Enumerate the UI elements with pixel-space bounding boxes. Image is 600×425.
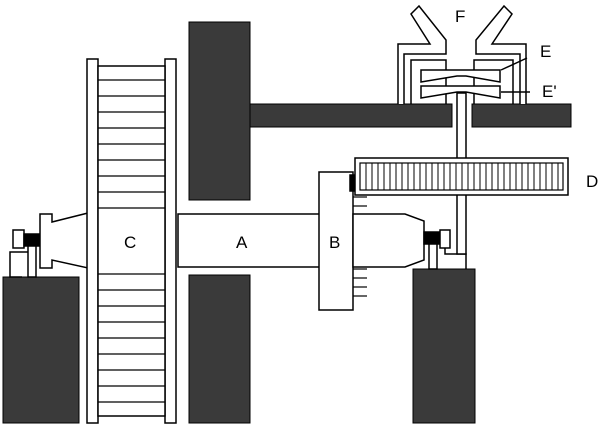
left-bearing-post [27, 245, 37, 278]
wheel-c-left-rim [86, 58, 99, 424]
right-bearing [352, 213, 467, 270]
left-bearing-bracket [9, 251, 28, 278]
wheel-c-slats [98, 79, 165, 403]
plate-e-prime-lower [420, 85, 501, 99]
label-a: A [236, 233, 248, 252]
gear-d [354, 157, 569, 196]
main-shaft-a [177, 213, 321, 268]
label-f: F [455, 7, 465, 26]
left-bearing-cap [12, 229, 25, 249]
right-pedestal [412, 268, 476, 424]
wheel-c-right-rim [164, 58, 177, 424]
governor-inner-right [473, 59, 514, 104]
label-b: B [329, 233, 340, 252]
left-bearing [9, 212, 89, 278]
left-pedestal [2, 276, 80, 424]
labels: A B C D E E' F [124, 7, 598, 252]
left-bearing-bush [23, 233, 41, 247]
label-e-leader [500, 57, 528, 71]
label-e-prime: E' [542, 82, 557, 101]
left-shaft-cone [39, 212, 89, 269]
right-bearing-bush [423, 231, 441, 245]
governor-outer-housing-right [475, 4, 527, 104]
wheel-c [86, 58, 177, 424]
gear-d-teeth [365, 163, 559, 190]
right-bearing-cap [439, 229, 451, 249]
arm-right-stub [471, 103, 572, 128]
governor-outer-housing [397, 4, 447, 104]
label-d: D [586, 172, 598, 191]
plate-e-upper [420, 69, 501, 83]
wheel-c-body [97, 65, 166, 417]
right-shaft-cone [352, 213, 425, 268]
right-bearing-post [428, 243, 438, 270]
label-e: E [540, 42, 551, 61]
lower-frame-block [188, 274, 251, 424]
horizontal-arm [249, 103, 453, 128]
right-bearing-bracket [444, 248, 467, 269]
upper-frame-block [188, 21, 251, 201]
hub-b-body [318, 171, 354, 311]
governor-f [397, 4, 530, 104]
label-c: C [124, 233, 136, 252]
governor-inner-left [410, 59, 447, 104]
